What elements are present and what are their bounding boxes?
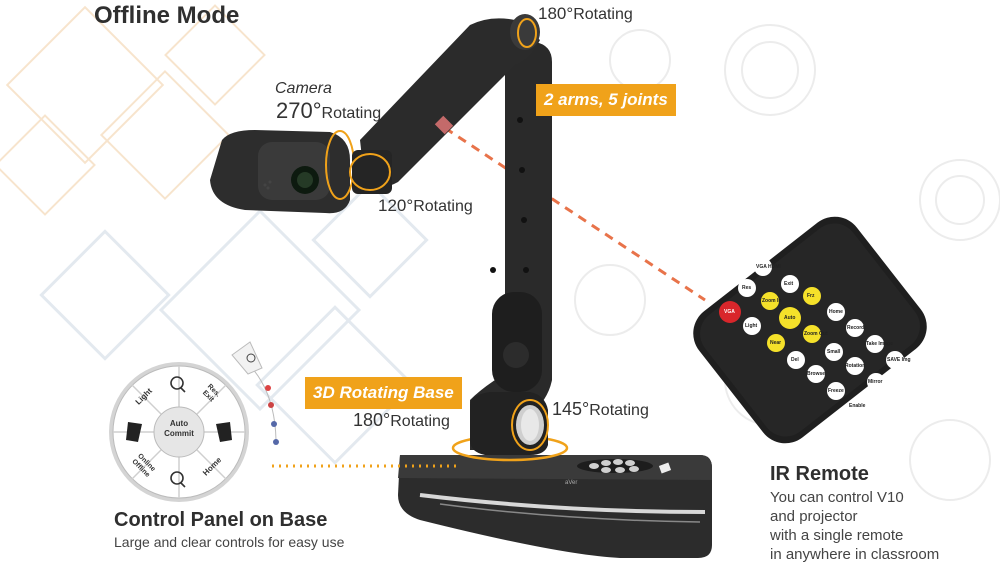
page-title: Offline Mode — [94, 2, 240, 29]
remote-description: You can control V10 and projector with a… — [770, 488, 939, 564]
top-rotation-label: 180°Rotating — [538, 4, 633, 23]
camera-head — [210, 130, 392, 214]
dial-label-center[interactable]: Auto Commit — [164, 419, 194, 438]
remote-line: in anywhere in classroom — [770, 546, 940, 563]
remote-line: with a single remote — [770, 527, 904, 544]
base-rotation-label: 180°Rotating — [353, 410, 450, 430]
joint-rotation-label: 120°Rotating — [378, 196, 473, 215]
control-panel-dial — [109, 341, 279, 502]
svg-text:aVer: aVer — [565, 480, 577, 486]
control-panel-heading: Control Panel on Base — [114, 509, 328, 531]
remote-line: You can control V10 — [770, 489, 904, 506]
control-panel-subtext: Large and clear controls for easy use — [114, 534, 345, 550]
lower-arm — [470, 42, 552, 455]
camera-base: aVer — [398, 455, 712, 558]
arms-joints-tag: 2 arms, 5 joints — [536, 84, 676, 116]
knob-rotation-label: 145°Rotating — [552, 399, 649, 419]
camera-rotation-label: 270°Rotating — [276, 98, 382, 123]
remote-buttons — [719, 258, 904, 415]
laser-line — [444, 126, 706, 302]
upper-arm — [360, 14, 540, 188]
camera-caption: Camera — [275, 80, 332, 97]
rotating-base-tag: 3D Rotating Base — [305, 377, 462, 409]
remote-heading: IR Remote — [770, 463, 869, 485]
remote-line: and projector — [770, 508, 858, 525]
